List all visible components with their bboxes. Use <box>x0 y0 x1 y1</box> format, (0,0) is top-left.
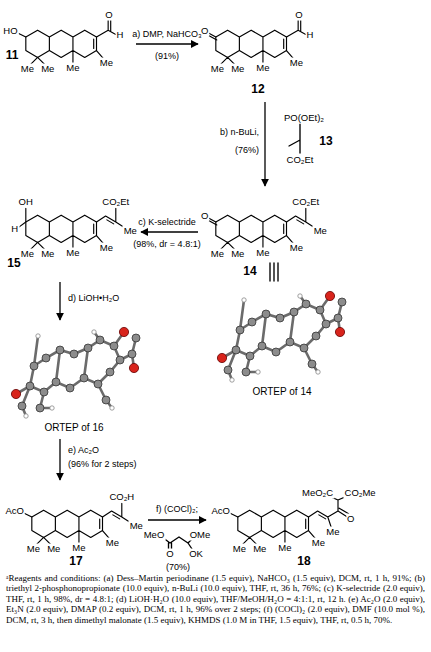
atom-label: CO₂Et <box>286 155 315 166</box>
atom-label: Me <box>230 64 245 75</box>
atom-label: MeO₂C <box>301 488 334 499</box>
atom-label: Me <box>252 544 267 555</box>
reagent-label: b) n-BuLi, <box>220 127 259 137</box>
atom-label: Me <box>46 544 61 555</box>
atom-label: Me <box>65 247 80 258</box>
yield-note: (98%, dr = 4.8:1) <box>133 239 200 249</box>
reagent-label: c) K-selectride <box>138 217 196 227</box>
atom-label: H <box>306 30 315 41</box>
atom-label: Me <box>40 249 55 260</box>
atom-label: HO <box>2 26 18 37</box>
compound-number: 14 <box>243 265 256 279</box>
reagent-label: f) (COCl)₂; <box>156 504 198 514</box>
atom-label: Me <box>313 226 328 237</box>
compound-number: 13 <box>319 135 332 149</box>
atom-label: Me <box>255 247 270 258</box>
atom-label: CO₂Et <box>291 197 320 208</box>
atom-label: H <box>10 223 19 234</box>
scheme-footnote: ᵃReagents and conditions: (a) Dess–Marti… <box>6 573 425 625</box>
atom-label: Me <box>129 521 144 532</box>
atom-label: Me <box>71 542 86 553</box>
reaction-arrow <box>59 439 60 480</box>
atom-label: Me <box>255 62 270 73</box>
atom-label: OH <box>18 197 34 208</box>
atom-label: Me <box>325 527 340 538</box>
atom-label: Me <box>20 64 35 75</box>
atom-label: AcO <box>4 506 24 517</box>
reaction-arrow <box>141 231 198 232</box>
atom-label: O <box>104 9 113 20</box>
yield-note: (91%) <box>155 51 179 61</box>
atom-label: Me <box>232 544 247 555</box>
atom-label: O <box>346 513 355 524</box>
atom-label: Me <box>99 57 114 68</box>
yield-note: (76%) <box>235 145 259 155</box>
atom-label: Me <box>289 242 304 253</box>
atom-label: OK <box>188 549 204 560</box>
atom-label: AcO <box>210 506 230 517</box>
compound-number: 11 <box>6 49 19 63</box>
atom-label: Me <box>311 537 326 548</box>
atom-label: CO₂Me <box>344 488 377 499</box>
ortep-14-drawing <box>217 291 346 382</box>
atom-label: Me <box>230 249 245 260</box>
yield-note: (96% for 2 steps) <box>68 459 137 469</box>
compound-number: 12 <box>251 83 264 97</box>
atom-label: Me <box>40 64 55 75</box>
ortep-caption: ORTEP of 16 <box>44 422 103 434</box>
atom-label: Me <box>123 226 138 237</box>
atom-label: H <box>116 30 125 41</box>
atom-label: O <box>165 549 174 560</box>
reaction-arrow <box>59 282 60 320</box>
atom-label: Me <box>65 62 80 73</box>
compound-number: 15 <box>7 257 20 271</box>
ortep-caption: ORTEP of 14 <box>252 386 311 398</box>
reagent-label: e) Ac₂O <box>68 445 99 455</box>
reaction-arrow <box>264 102 265 186</box>
atom-label: MeO <box>143 530 166 541</box>
atom-label: CO₂H <box>108 492 135 503</box>
ortep-box: ORTEP of 14 <box>212 284 352 400</box>
atom-label: CO₂Et <box>101 197 130 208</box>
yield-note: (70%) <box>166 562 190 572</box>
atom-label: Me <box>210 249 225 260</box>
compound-box: 11 <box>4 6 134 100</box>
reagent-label: a) DMP, NaHCO₃ <box>132 29 202 39</box>
atom-label: Me <box>105 537 120 548</box>
compound-number: 18 <box>297 555 310 569</box>
atom-label: Me <box>210 64 225 75</box>
atom-label: OMe <box>189 530 212 541</box>
atom-label: Me <box>289 57 304 68</box>
compound-box: 12 <box>200 6 350 100</box>
reagent-label: d) LiOH•H₂O <box>68 293 119 303</box>
atom-label: Me <box>26 544 41 555</box>
reaction-arrow <box>136 43 198 44</box>
equivalence-bars <box>270 263 278 281</box>
reagent-13-bonds <box>289 124 300 153</box>
atom-label: O <box>294 9 303 20</box>
atom-label: O <box>200 211 209 222</box>
reaction-arrow <box>148 519 206 520</box>
atom-label: Me <box>277 542 292 553</box>
ortep-16-drawing <box>11 327 140 418</box>
ortep-box: ORTEP of 16 <box>4 322 144 437</box>
structure-18 <box>229 495 350 546</box>
atom-label: PO(OEt)₂ <box>283 113 325 124</box>
atom-label: Me <box>99 242 114 253</box>
atom-label: Me <box>20 249 35 260</box>
compound-number: 17 <box>69 555 82 569</box>
